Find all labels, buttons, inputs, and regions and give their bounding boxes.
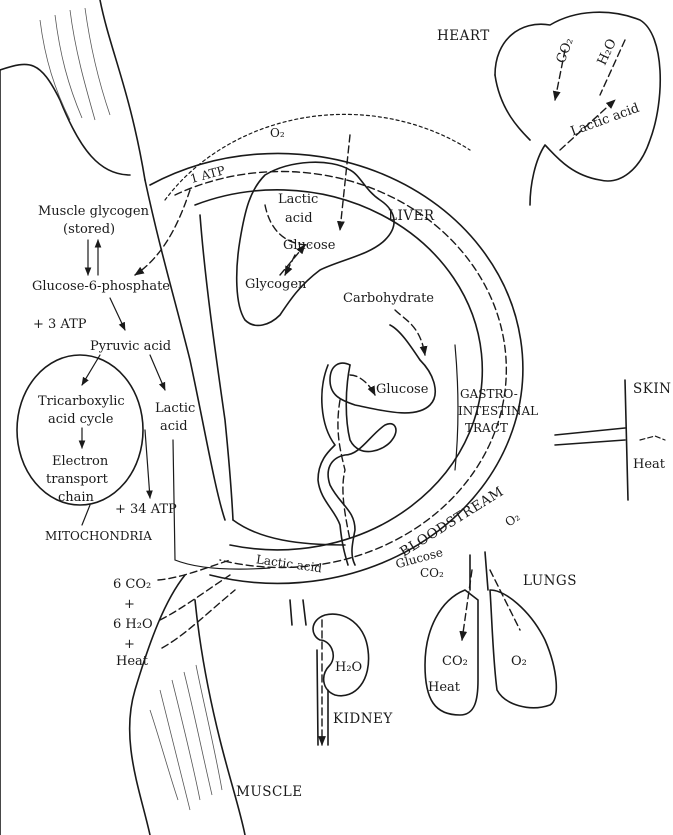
heart-h2o-label: H₂O [595, 37, 620, 68]
liver-label: LIVER [388, 208, 435, 224]
co2-6-label: 6 CO₂ [113, 577, 151, 592]
heart-co2-label: CO₂ [554, 36, 577, 65]
muscle-lactic-label-2: acid [160, 419, 188, 434]
carbohydrate-label: Carbohydrate [343, 291, 434, 306]
muscle-glycogen-label: Muscle glycogen [38, 204, 150, 219]
gi-label-3: TRACT [465, 421, 508, 435]
o2-top-label: O₂ [270, 126, 285, 140]
lungs-heat-label: Heat [428, 680, 461, 695]
kidney-label: KIDNEY [333, 711, 393, 727]
heart-lactic-text: Lactic acid [569, 101, 642, 140]
glycogen-label: Glycogen [245, 277, 307, 292]
mitochondria-label: MITOCHONDRIA [45, 529, 152, 543]
tca-label-1: Tricarboxylic [38, 394, 125, 409]
liver-acid-label: acid [285, 211, 313, 226]
gi-label-1: GASTRO- [460, 387, 518, 401]
tca-label-2: acid cycle [48, 412, 114, 427]
etc-label-2: transport [46, 472, 109, 487]
heart-label: HEART [437, 28, 490, 44]
plus-1-label: + [124, 597, 135, 612]
muscle-heat-label: Heat [116, 654, 149, 669]
atp-3-label: + 3 ATP [33, 317, 87, 332]
etc-label-1: Electron [52, 454, 109, 469]
muscle-tissue [0, 0, 245, 835]
gi-label-2: INTESTINAL [458, 404, 538, 418]
skin: SKIN Heat [555, 380, 671, 500]
kidney-h2o-label: H₂O [335, 660, 362, 675]
o2-lower-label: O₂ [502, 509, 522, 529]
muscle-lactic-label-1: Lactic [155, 401, 195, 416]
gi-glucose-label: Glucose [376, 382, 429, 397]
liver-glucose-label: Glucose [283, 238, 336, 253]
muscle-outputs: 6 CO₂ + 6 H₂O + Heat MUSCLE [113, 560, 303, 800]
skin-label: SKIN [633, 381, 671, 397]
stored-label: (stored) [63, 222, 115, 237]
lungs-o2-label: O₂ [511, 654, 527, 669]
h2o-6-label: 6 H₂O [113, 617, 153, 632]
co2-lower-label: CO₂ [420, 566, 444, 580]
plus-2-label: + [124, 637, 135, 652]
lungs-co2-label: CO₂ [442, 654, 468, 669]
lactic-lower-label: Lactic acid [255, 552, 323, 575]
heart: HEART CO₂ H₂O Lactic acid [437, 12, 660, 205]
heart-lactic-label: Lactic acid [569, 101, 642, 140]
liver-lactic-label: Lactic [278, 192, 318, 207]
glucose6p-label: Glucose-6-phosphate [32, 279, 170, 294]
muscle-label: MUSCLE [236, 784, 303, 800]
pyruvic-label: Pyruvic acid [90, 339, 171, 354]
kidney: H₂O KIDNEY [290, 600, 393, 745]
skin-heat-label: Heat [633, 457, 666, 472]
gastrointestinal-tract: Carbohydrate Glucose GASTRO- INTESTINAL … [318, 291, 538, 565]
bloodstream-label: BLOODSTREAM [397, 484, 507, 561]
atp-34-label: + 34 ATP [115, 502, 177, 517]
lungs: LUNGS CO₂ O₂ Heat [425, 552, 577, 715]
lungs-label: LUNGS [523, 573, 577, 589]
etc-label-3: chain [58, 490, 95, 505]
